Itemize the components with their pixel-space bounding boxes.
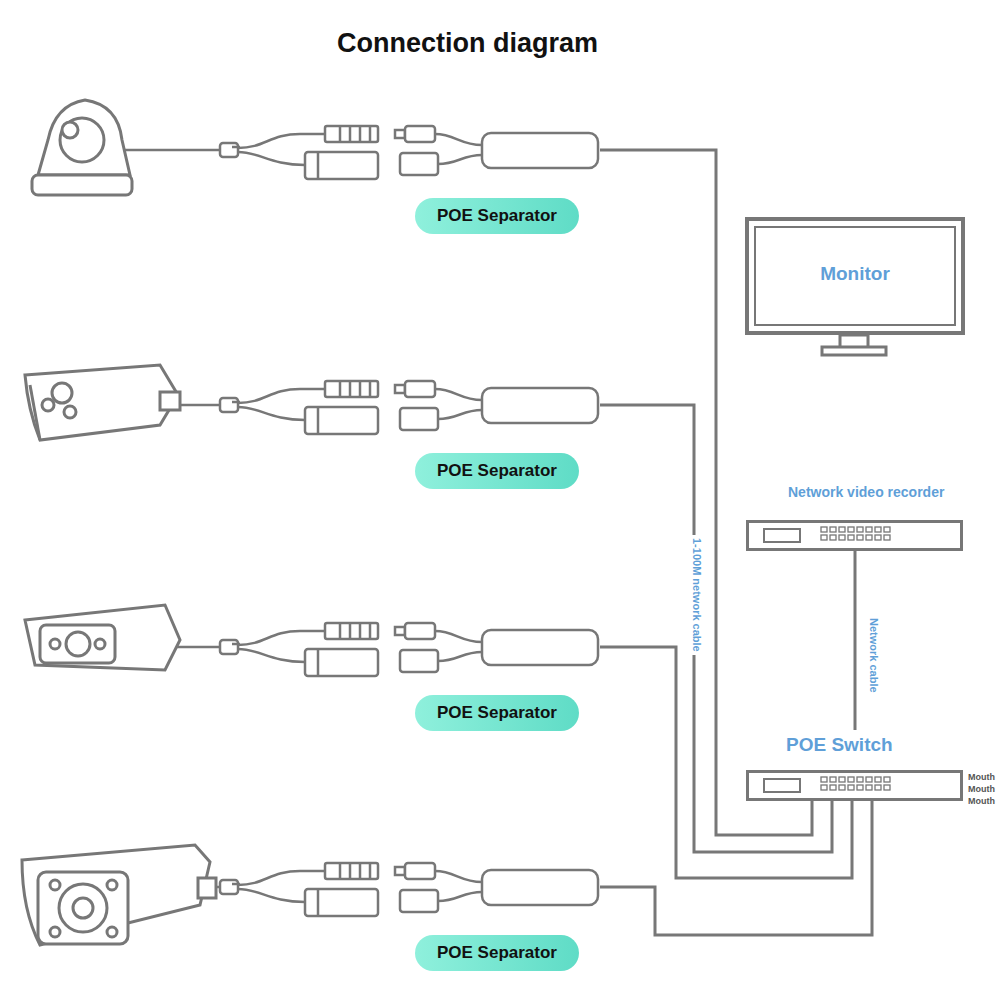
cable-label: 1-100M network cable [690, 535, 704, 655]
separator-label: POE Separator [415, 695, 579, 731]
separator-label: POE Separator [415, 935, 579, 971]
network-cable [854, 550, 857, 730]
device-box [746, 770, 963, 802]
monitor: Monitor [745, 217, 965, 335]
network-cable [600, 800, 872, 935]
recorder-heading: Network video recorder [788, 484, 944, 500]
switch-heading: POE Switch [786, 734, 893, 756]
network-cable [600, 647, 852, 878]
network-video-recorder: Network video recorder [746, 482, 963, 550]
poe-separator: POE Separator [405, 627, 600, 735]
separator-label: POE Separator [415, 453, 579, 489]
poe-separator: POE Separator [405, 867, 600, 975]
monitor-label: Monitor [749, 263, 961, 285]
separator-label: POE Separator [415, 198, 579, 234]
port-label: Mouth [968, 772, 995, 782]
separator-body [405, 130, 600, 175]
port-label: Mouth [968, 796, 995, 806]
poe-separator: POE Separator [405, 385, 600, 493]
poe-switch: POE Switch [746, 730, 963, 800]
diagram-title: Connection diagram [0, 28, 935, 59]
device-box [746, 520, 963, 552]
poe-separator: POE Separator [405, 130, 600, 238]
separator-body [405, 867, 600, 912]
separator-body [405, 385, 600, 430]
port-label: Mouth [968, 784, 995, 794]
separator-body [405, 627, 600, 672]
cable-label: Network cable [867, 615, 881, 696]
